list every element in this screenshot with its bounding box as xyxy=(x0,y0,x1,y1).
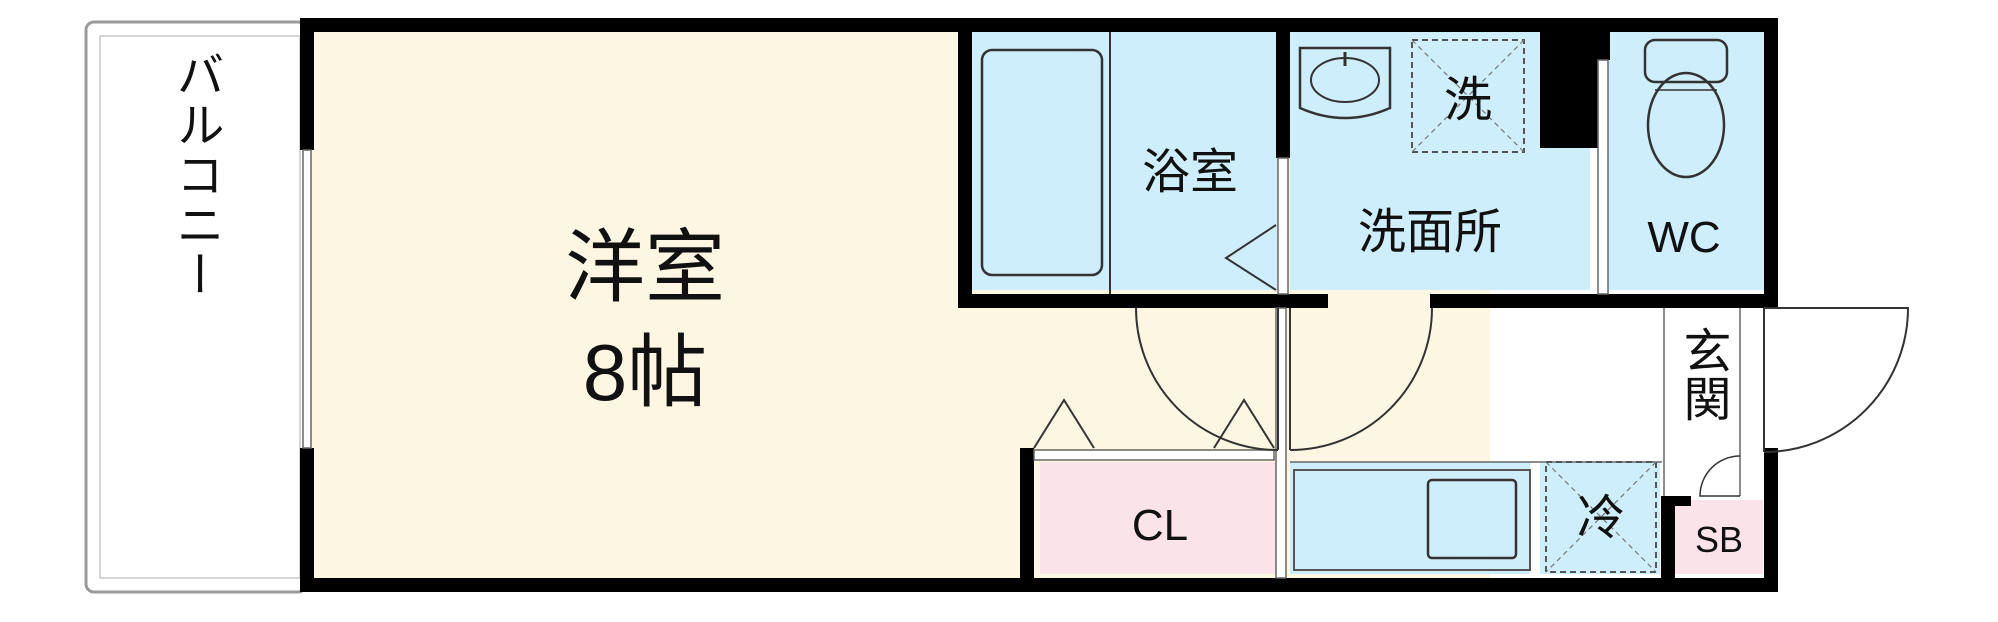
shoe-box-label: SB xyxy=(1695,519,1743,560)
washing-machine-label: 洗 xyxy=(1444,74,1492,127)
kitchen-sink xyxy=(1426,478,1518,560)
bathroom-door-swing xyxy=(1224,224,1277,291)
washing-machine-space xyxy=(1411,39,1525,153)
shoe-box-area xyxy=(1675,500,1763,574)
wall-left-top xyxy=(300,18,314,150)
shoe-box-door-swing xyxy=(1699,455,1741,497)
wall-closet-left xyxy=(1020,448,1034,592)
bathtub xyxy=(980,48,1104,277)
closet-door-mark-2 xyxy=(1213,398,1275,449)
washroom-door-swing xyxy=(1289,307,1433,451)
toilet-door xyxy=(1597,59,1609,295)
fridge-cross-1 xyxy=(1545,461,1657,573)
washbasin xyxy=(1298,46,1392,120)
wall-bottom xyxy=(300,578,1778,592)
balcony-window xyxy=(302,149,312,449)
closet-label: CL xyxy=(1132,501,1188,550)
wall-wash-toilet-block xyxy=(1540,18,1600,148)
closet-door-mark-1 xyxy=(1033,398,1095,449)
wall-top xyxy=(300,18,1778,32)
kitchen-counter xyxy=(1293,469,1531,571)
western-room-size-label: 8帖 xyxy=(583,328,708,417)
balcony-label: バルコニー xyxy=(169,50,222,300)
closet-area xyxy=(1040,462,1280,574)
balcony-inner xyxy=(99,35,301,579)
washroom-label: 洗面所 xyxy=(1358,206,1502,259)
wall-right-bottom xyxy=(1764,448,1778,592)
bathroom-label: 浴室 xyxy=(1142,146,1238,199)
bathroom-door xyxy=(1277,157,1289,295)
closet-door-strip xyxy=(1033,449,1275,461)
bathroom-area xyxy=(970,30,1280,290)
fridge-label: 冷 xyxy=(1577,492,1625,545)
wall-wash-bottom-right xyxy=(1430,294,1778,308)
fridge-space xyxy=(1545,461,1657,573)
wall-bathroom-bottom xyxy=(958,294,1288,308)
western-room-label: 洋室 xyxy=(565,223,725,312)
toilet-label: WC xyxy=(1647,213,1720,262)
entrance-label: 玄関 xyxy=(1676,326,1730,422)
wall-wash-bottom xyxy=(1288,294,1328,308)
wall-sb-top xyxy=(1661,496,1691,506)
wall-toilet-left xyxy=(1598,18,1610,60)
toilet-tank xyxy=(1643,38,1729,84)
wall-sb-left xyxy=(1661,496,1675,592)
closet-kitchen-divider xyxy=(1275,307,1287,579)
wall-bathroom-left xyxy=(958,18,972,308)
toilet-bowl xyxy=(1646,71,1726,179)
fridge-cross-2 xyxy=(1545,461,1657,573)
room-door-swing xyxy=(1135,307,1279,451)
entrance-door-swing xyxy=(1763,307,1910,453)
wall-left-bottom xyxy=(300,448,314,592)
fridge-area xyxy=(1540,462,1660,574)
wall-bath-wash xyxy=(1276,18,1290,158)
wall-right-top xyxy=(1764,18,1778,308)
